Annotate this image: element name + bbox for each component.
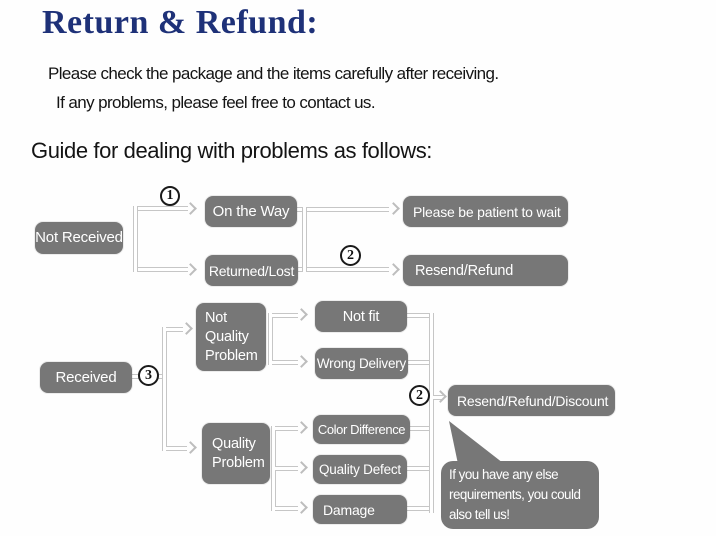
node-not-quality-problem: Not Quality Problem xyxy=(196,303,266,371)
connector xyxy=(272,360,298,365)
connector xyxy=(275,506,298,511)
arrow-right-icon xyxy=(180,322,193,335)
guide-heading: Guide for dealing with problems as follo… xyxy=(31,138,433,163)
connector xyxy=(407,466,429,471)
node-received: Received xyxy=(40,362,132,393)
connector xyxy=(275,466,298,471)
node-resend-refund-discount: Resend/Refund/Discount xyxy=(448,385,615,416)
node-not-fit: Not fit xyxy=(315,301,407,332)
arrow-right-icon xyxy=(184,263,197,276)
arrow-right-icon xyxy=(295,355,308,368)
connector xyxy=(268,313,273,365)
connector xyxy=(407,506,429,511)
speech-bubble-text: If you have any else requirements, you c… xyxy=(449,467,581,522)
step-badge-1: 1 xyxy=(160,186,180,206)
node-not-received: Not Received xyxy=(35,222,123,254)
connector xyxy=(166,446,187,451)
arrow-right-icon xyxy=(387,263,400,276)
connector xyxy=(275,426,298,431)
step-badge-3: 3 xyxy=(138,365,159,386)
connector xyxy=(433,395,443,400)
node-be-patient: Please be patient to wait xyxy=(403,196,568,227)
connector xyxy=(302,207,307,272)
connector xyxy=(272,313,298,318)
connector xyxy=(408,360,429,365)
connector xyxy=(297,207,389,212)
arrow-right-icon xyxy=(387,202,400,215)
connector xyxy=(298,267,389,272)
arrow-right-icon xyxy=(184,441,197,454)
speech-bubble: If you have any else requirements, you c… xyxy=(441,461,599,529)
node-damage: Damage xyxy=(313,495,407,524)
node-wrong-delivery: Wrong Delivery xyxy=(315,348,408,379)
arrow-right-icon xyxy=(295,308,308,321)
intro-line-1: Please check the package and the items c… xyxy=(48,64,499,83)
arrow-right-icon xyxy=(184,202,197,215)
node-color-difference: Color Difference xyxy=(313,415,410,444)
connector xyxy=(407,313,429,318)
arrow-right-icon xyxy=(295,461,308,474)
arrow-right-icon xyxy=(295,501,308,514)
node-quality-defect: Quality Defect xyxy=(313,455,407,484)
connector xyxy=(133,267,188,272)
intro-line-2: If any problems, please feel free to con… xyxy=(56,93,376,112)
node-quality-problem: Quality Problem xyxy=(202,423,270,484)
page-title: Return & Refund: xyxy=(42,4,319,41)
connector xyxy=(429,313,434,513)
connector xyxy=(133,206,138,272)
step-badge-2-top: 2 xyxy=(340,245,361,266)
node-resend-refund: Resend/Refund xyxy=(403,255,568,286)
speech-bubble-tail xyxy=(449,421,503,464)
connector xyxy=(133,206,188,211)
node-on-the-way: On the Way xyxy=(205,196,297,227)
connector xyxy=(410,426,429,431)
arrow-right-icon xyxy=(434,390,447,403)
connector xyxy=(162,327,167,451)
node-returned-lost: Returned/Lost xyxy=(205,255,298,286)
step-badge-2-bottom: 2 xyxy=(409,385,430,406)
connector xyxy=(166,327,183,332)
arrow-right-icon xyxy=(295,421,308,434)
